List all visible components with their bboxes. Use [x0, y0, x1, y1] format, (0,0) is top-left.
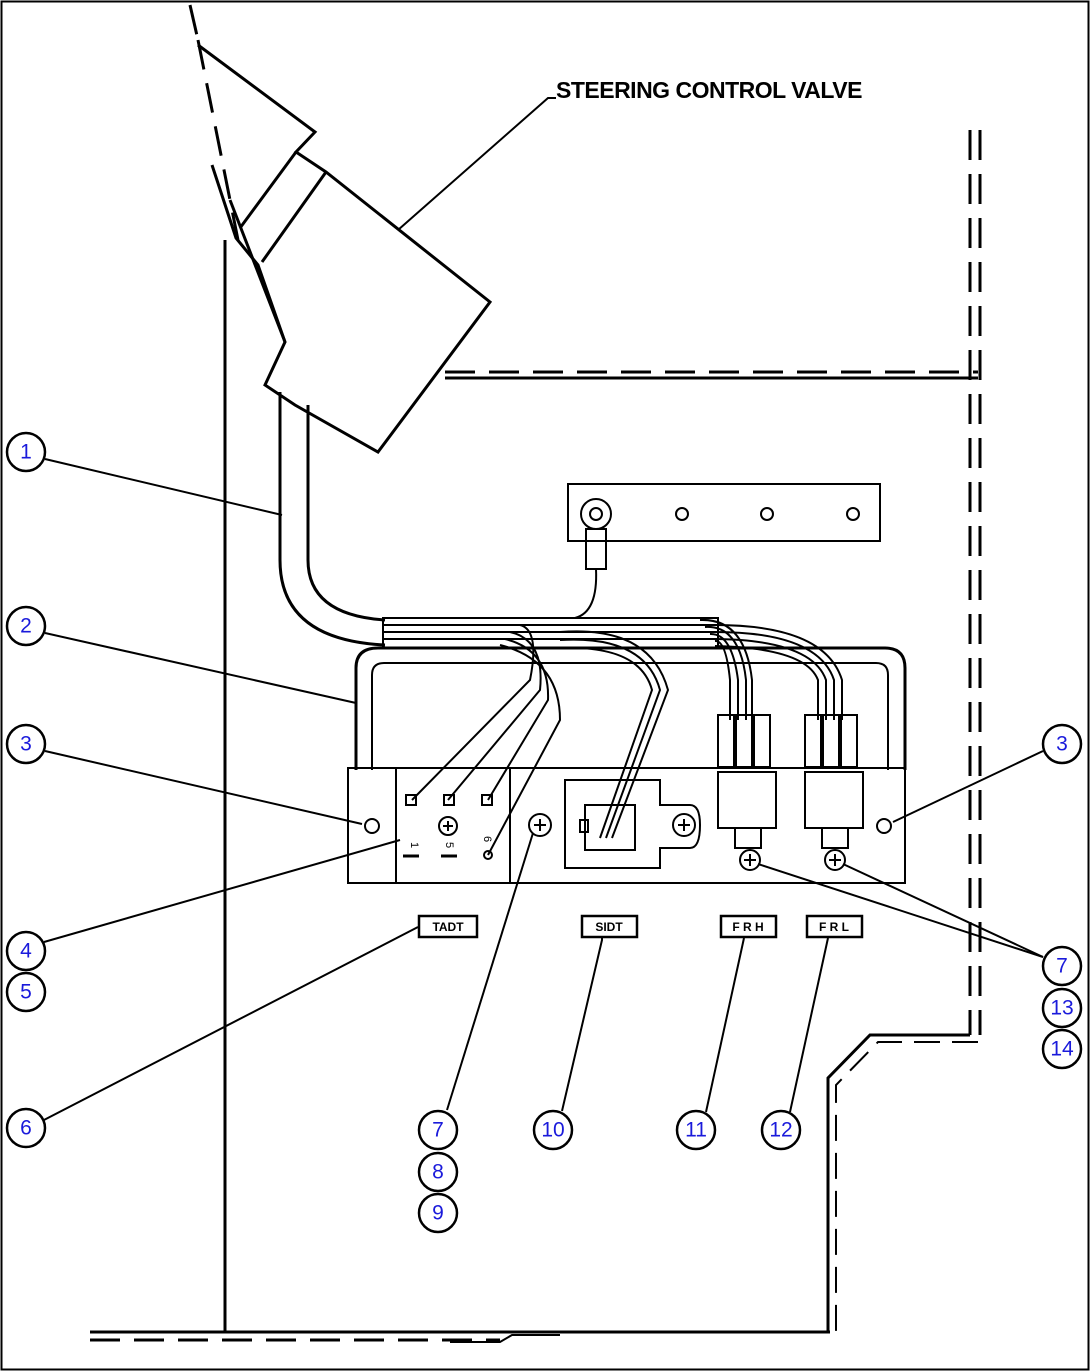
callout-1[interactable]: 1: [5, 431, 47, 473]
callout-7-right[interactable]: 7: [1041, 945, 1083, 987]
callout-5[interactable]: 5: [5, 971, 47, 1013]
callout-12[interactable]: 12: [760, 1109, 802, 1151]
hose: [278, 392, 386, 647]
diode-connector: [564, 779, 702, 869]
terminal-mark: 6: [481, 836, 493, 842]
callout-number: 4: [20, 940, 32, 963]
callout-8[interactable]: 8: [417, 1151, 459, 1193]
tag-tadt: TADT: [417, 914, 479, 939]
callout-13[interactable]: 13: [1041, 987, 1083, 1029]
callout-number: 5: [20, 981, 32, 1004]
callout-number: 7: [1056, 955, 1068, 978]
callout-7-bottom[interactable]: 7: [417, 1109, 459, 1151]
callout-3-right[interactable]: 3: [1041, 723, 1083, 765]
callout-number: 3: [1056, 733, 1068, 756]
connector-plate: 1 5 6: [347, 714, 906, 884]
callout-3-left[interactable]: 3: [5, 723, 47, 765]
frame-structure: [90, 130, 982, 1343]
screw: [528, 813, 552, 837]
tag-tadt-text: TADT: [432, 920, 464, 934]
callout-number: 10: [541, 1119, 564, 1142]
tag-frl: F R L: [805, 914, 864, 939]
callout-number: 6: [20, 1117, 32, 1140]
steering-control-valve: [188, 4, 493, 454]
callout-11[interactable]: 11: [675, 1109, 717, 1151]
tag-frh: F R H: [719, 914, 778, 939]
callout-9[interactable]: 9: [417, 1192, 459, 1234]
callout-number: 7: [432, 1119, 444, 1142]
bracket: [354, 646, 907, 770]
terminal-mark: 5: [443, 842, 455, 848]
callout-14[interactable]: 14: [1041, 1028, 1083, 1070]
callout-number: 2: [20, 615, 32, 638]
callout-number: 13: [1050, 997, 1073, 1020]
wire-harness: [382, 568, 843, 856]
relay-frh: [717, 714, 777, 871]
terminal-mark: 1: [408, 842, 420, 848]
steering-control-valve-label: STEERING CONTROL VALVE: [556, 77, 862, 103]
leader-lines: [41, 97, 1044, 1122]
tag-sidt-text: SIDT: [595, 920, 623, 934]
callout-number: 8: [432, 1161, 444, 1184]
callout-4[interactable]: 4: [5, 930, 47, 972]
tag-frl-text: F R L: [819, 920, 849, 934]
callout-number: 3: [20, 733, 32, 756]
tag-frh-text: F R H: [732, 920, 763, 934]
callout-number: 1: [20, 441, 32, 464]
ground-bar: [567, 483, 881, 570]
tag-sidt: SIDT: [580, 914, 639, 939]
callout-2[interactable]: 2: [5, 605, 47, 647]
callout-number: 12: [769, 1119, 792, 1142]
callout-6[interactable]: 6: [5, 1107, 47, 1149]
callout-number: 9: [432, 1202, 444, 1225]
terminal-strip: 1 5 6: [403, 794, 493, 860]
relay-frl: [804, 714, 864, 871]
callout-number: 11: [685, 1119, 707, 1142]
callout-number: 14: [1050, 1038, 1074, 1061]
callout-10[interactable]: 10: [532, 1109, 574, 1151]
